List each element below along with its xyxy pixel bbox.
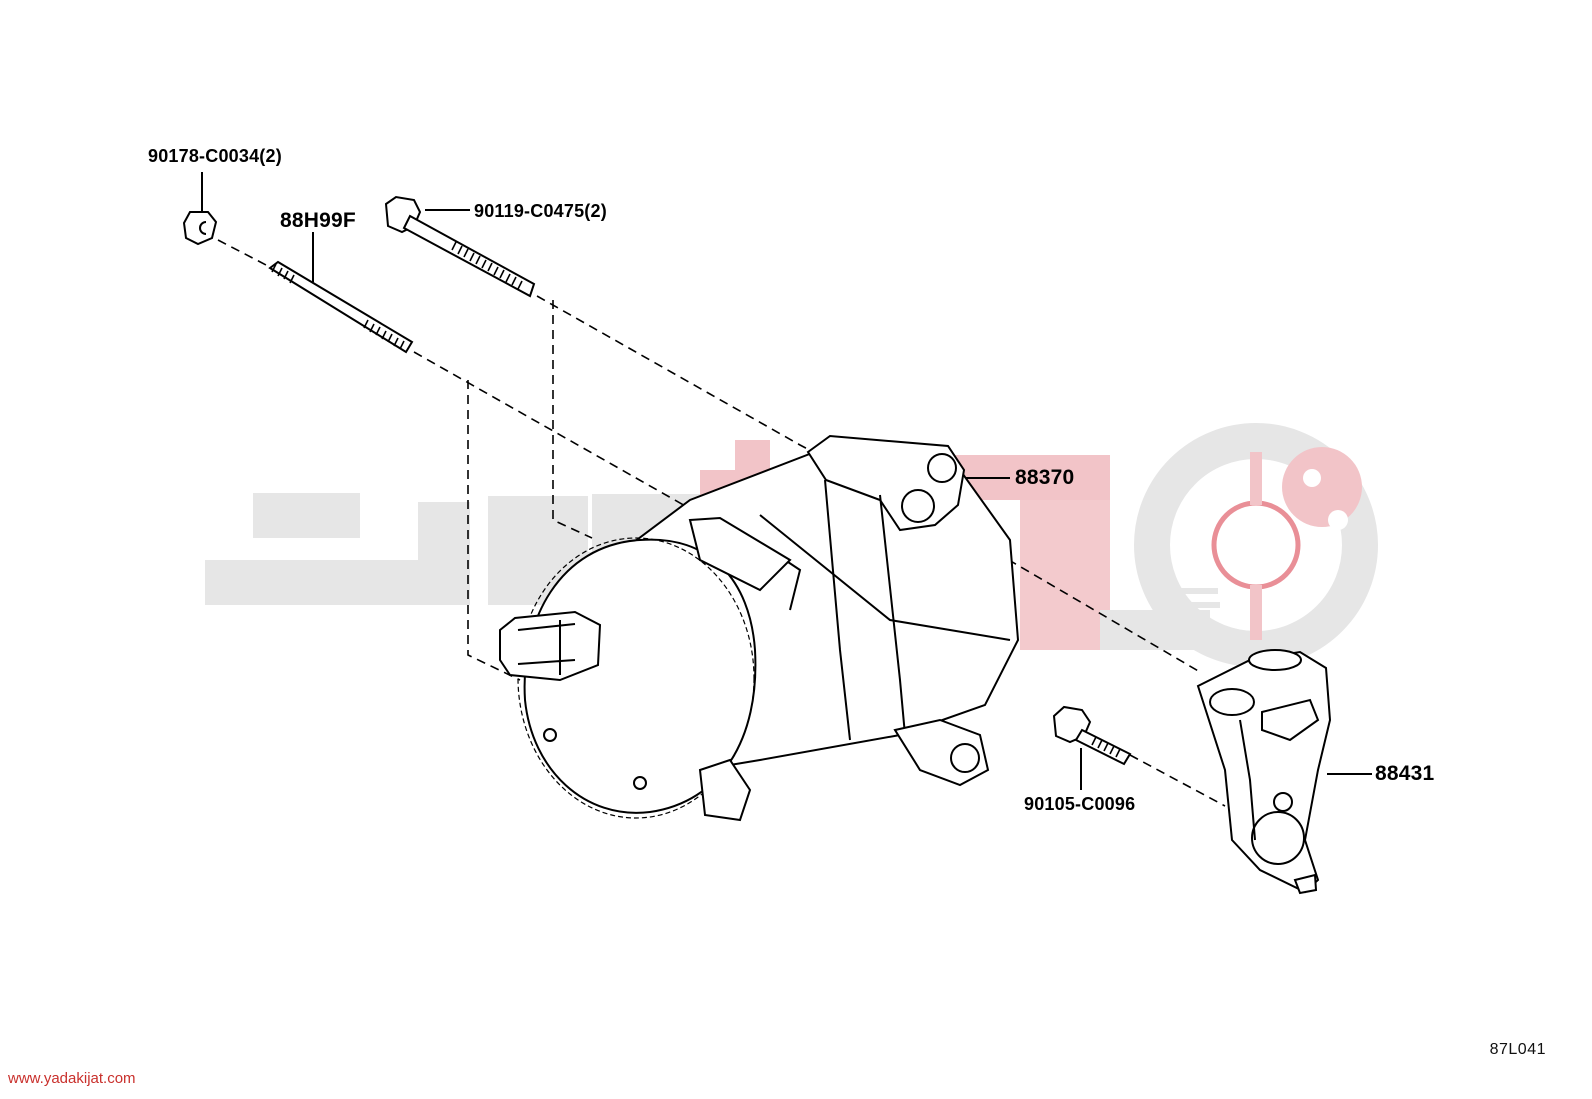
part-label-short-bolt[interactable]: 90105-C0096 <box>1024 794 1136 814</box>
short-bolt-drawing <box>1052 705 1132 766</box>
part-label-compressor[interactable]: 88370 <box>1015 466 1075 489</box>
leader-lines <box>201 172 1372 790</box>
compressor-drawing <box>499 434 1020 822</box>
part-label-bracket[interactable]: 88431 <box>1375 762 1435 785</box>
long-bolt-drawing <box>384 195 536 298</box>
nut-drawing <box>182 211 218 246</box>
diagram-code: 87L041 <box>1489 1041 1546 1058</box>
part-label-stud-bolt[interactable]: 88H99F <box>280 209 356 232</box>
watermark-url[interactable]: www.yadakijat.com <box>8 1070 136 1087</box>
part-label-long-bolt[interactable]: 90119-C0475(2) <box>474 201 607 221</box>
bracket-drawing <box>1196 649 1332 895</box>
part-label-nut[interactable]: 90178-C0034(2) <box>148 146 282 166</box>
stud-bolt-drawing <box>268 260 414 354</box>
